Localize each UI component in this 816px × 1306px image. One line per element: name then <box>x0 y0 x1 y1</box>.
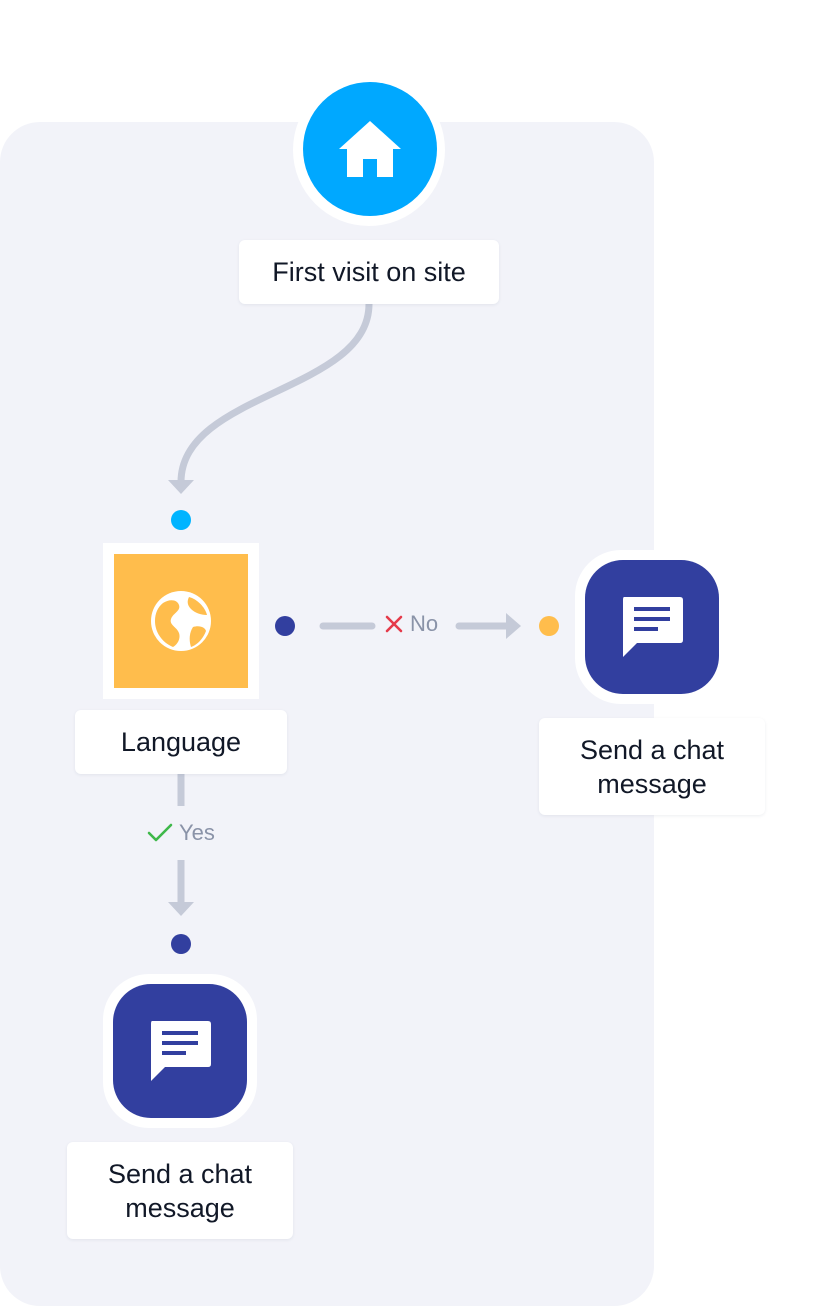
check-icon <box>147 823 173 842</box>
chat-message-icon <box>151 1021 211 1081</box>
condition-input-dot[interactable] <box>171 510 191 530</box>
action-bottom-input-dot[interactable] <box>171 934 191 954</box>
condition-label: Language <box>120 727 242 757</box>
action-bottom-label-card[interactable]: Send a chat message <box>67 1142 293 1239</box>
globe-icon <box>151 591 211 651</box>
cross-icon <box>385 615 403 633</box>
trigger-node-badge[interactable] <box>303 82 437 216</box>
action-right-label-line2: message <box>597 768 707 799</box>
condition-no-output-dot[interactable] <box>275 616 295 636</box>
trigger-label: First visit on site <box>272 257 466 287</box>
no-branch-label: No <box>384 611 438 637</box>
home-icon <box>339 121 401 177</box>
yes-branch-text: Yes <box>179 820 215 845</box>
action-right-label-card[interactable]: Send a chat message <box>539 718 765 815</box>
action-bottom-label-line2: message <box>125 1192 235 1223</box>
action-right-badge[interactable] <box>585 560 719 694</box>
trigger-label-card[interactable]: First visit on site <box>239 240 499 304</box>
condition-node-badge[interactable] <box>114 554 248 688</box>
yes-branch-label: Yes <box>147 820 215 846</box>
action-bottom-label-line1: Send a chat <box>107 1158 253 1189</box>
action-bottom-badge[interactable] <box>113 984 247 1118</box>
chat-message-icon <box>623 597 683 657</box>
action-right-label-line1: Send a chat <box>579 734 725 765</box>
action-right-input-dot[interactable] <box>539 616 559 636</box>
no-branch-text: No <box>410 611 439 636</box>
condition-label-card[interactable]: Language <box>75 710 287 774</box>
